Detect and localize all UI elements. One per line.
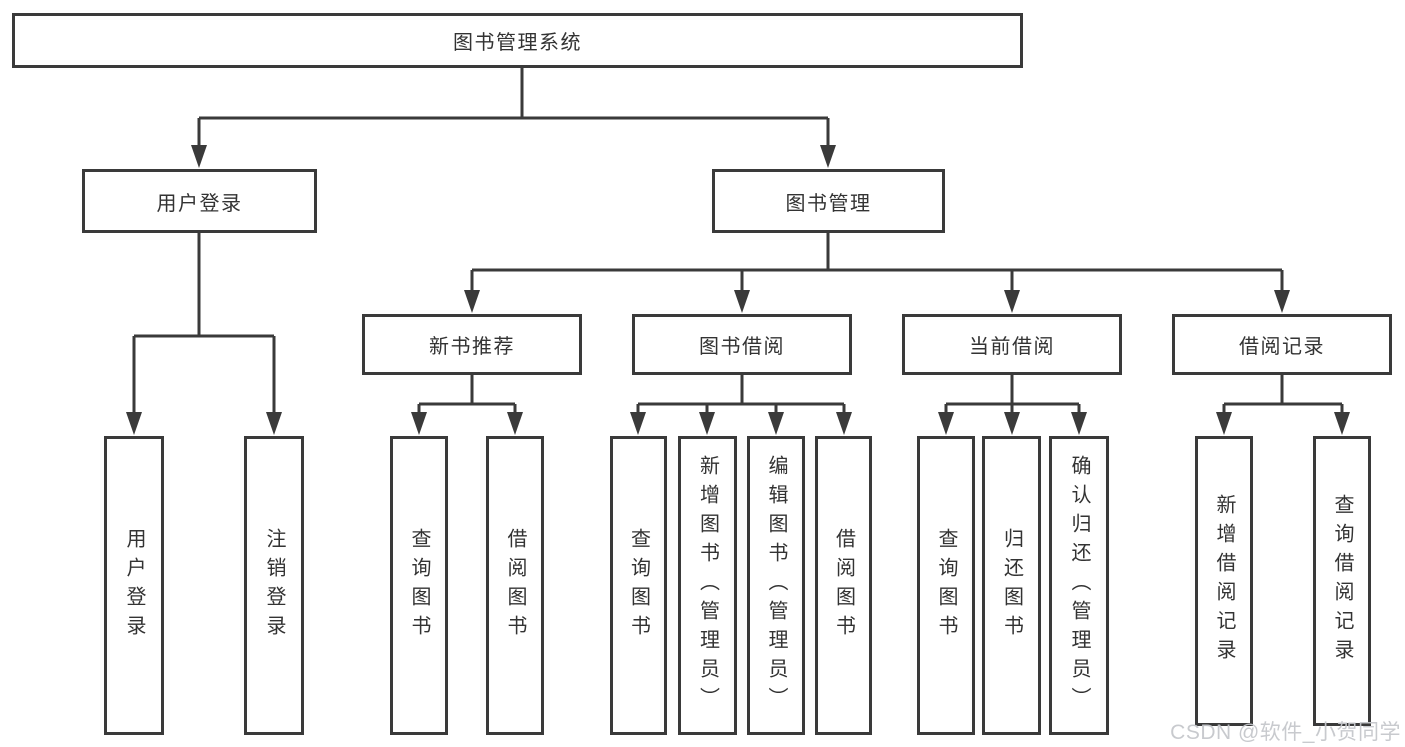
node-leaf-query-books-borrow: 查询图书 — [610, 436, 667, 735]
node-borrow-records: 借阅记录 — [1172, 314, 1392, 375]
node-leaf-query-books-recommend: 查询图书 — [390, 436, 448, 735]
node-user-login: 用户登录 — [82, 169, 317, 233]
node-leaf-query-books-current: 查询图书 — [917, 436, 975, 735]
node-leaf-return-books: 归还图书 — [982, 436, 1041, 735]
node-leaf-user-login: 用户登录 — [104, 436, 164, 735]
node-leaf-add-book-admin: 新增图书（管理员） — [678, 436, 737, 735]
node-leaf-borrow-books-recommend: 借阅图书 — [486, 436, 544, 735]
watermark: CSDN @软件_小贺同学 — [1170, 721, 1401, 744]
node-leaf-confirm-return-admin: 确认归还（管理员） — [1049, 436, 1109, 735]
node-leaf-query-borrow-record: 查询借阅记录 — [1313, 436, 1371, 726]
node-library-management-system: 图书管理系统 — [12, 13, 1023, 68]
node-leaf-edit-book-admin: 编辑图书（管理员） — [747, 436, 805, 735]
node-leaf-add-borrow-record: 新增借阅记录 — [1195, 436, 1253, 726]
node-new-book-recommend: 新书推荐 — [362, 314, 582, 375]
node-leaf-borrow-books: 借阅图书 — [815, 436, 872, 735]
node-book-management: 图书管理 — [712, 169, 945, 233]
node-book-borrow: 图书借阅 — [632, 314, 852, 375]
node-leaf-logout: 注销登录 — [244, 436, 304, 735]
node-current-borrow: 当前借阅 — [902, 314, 1122, 375]
